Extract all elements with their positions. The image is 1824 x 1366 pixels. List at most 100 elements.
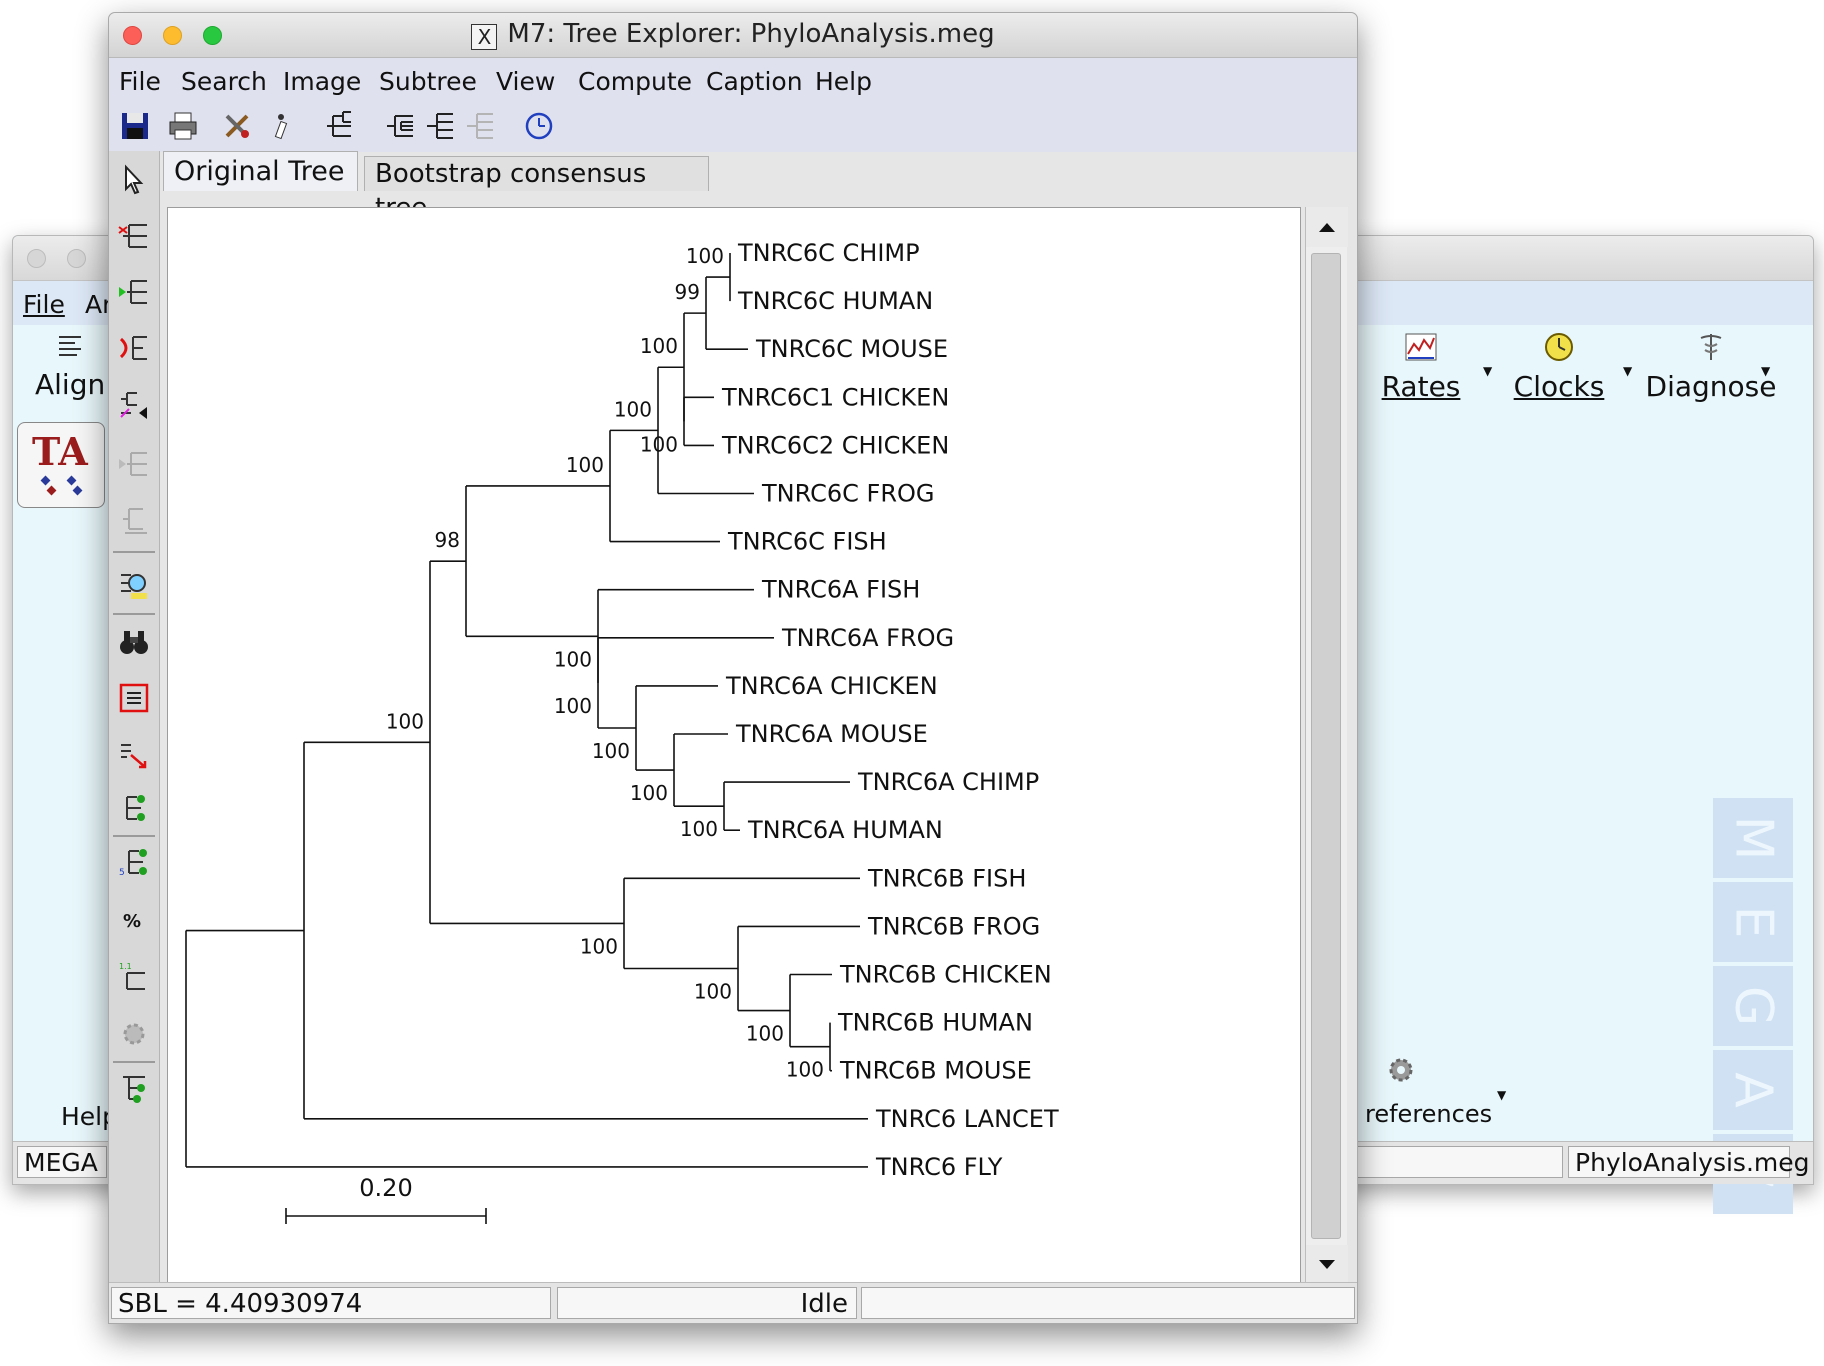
mega7-letter: A xyxy=(1713,1050,1793,1130)
taxon-label[interactable]: TNRC6B MOUSE xyxy=(839,1057,1032,1085)
rates-button[interactable]: Rates xyxy=(1371,332,1471,403)
menu-help[interactable]: Help xyxy=(815,67,872,96)
taxon-label[interactable]: TNRC6B FROG xyxy=(867,912,1040,940)
taxon-label[interactable]: TNRC6C MOUSE xyxy=(755,335,948,363)
taxon-label[interactable]: TNRC6C FISH xyxy=(727,528,887,556)
menu-image[interactable]: Image xyxy=(283,67,362,96)
svg-text:1.1: 1.1 xyxy=(119,962,132,971)
tree-explorer-menubar: File Search Image Subtree View Compute C… xyxy=(109,58,1357,102)
mega7-letter: M xyxy=(1713,798,1793,878)
menu-search[interactable]: Search xyxy=(181,67,267,96)
menu-subtree[interactable]: Subtree xyxy=(379,67,477,96)
swap-subtree-icon[interactable] xyxy=(117,275,151,309)
svg-text:5: 5 xyxy=(119,868,125,878)
settings-disabled-icon xyxy=(123,1023,145,1045)
taxon-label[interactable]: TNRC6A HUMAN xyxy=(747,816,943,844)
flip-subtree-icon[interactable] xyxy=(117,331,151,365)
minimize-icon[interactable] xyxy=(67,249,86,268)
tab-bootstrap-consensus-tree[interactable]: Bootstrap consensus tree xyxy=(364,156,709,223)
preferences-label[interactable]: references xyxy=(1365,1100,1493,1128)
diagnose-button[interactable]: Diagnose xyxy=(1641,332,1781,403)
tree-layout-icon[interactable] xyxy=(323,110,355,142)
timetree-icon[interactable] xyxy=(523,110,555,142)
percent-icon[interactable]: % xyxy=(117,903,151,937)
svg-text:%: % xyxy=(123,911,141,932)
menu-file[interactable]: File xyxy=(23,290,65,319)
compress-subtree-icon[interactable] xyxy=(117,389,151,423)
scroll-down-icon[interactable] xyxy=(1306,1245,1348,1285)
taxon-label[interactable]: TNRC6A CHICKEN xyxy=(725,672,938,700)
taxon-label[interactable]: TNRC6A FISH xyxy=(761,576,920,604)
tree-vertical-toolbar: 5 % 1.1 xyxy=(109,151,160,1293)
bootstrap-value: 100 xyxy=(640,334,678,358)
root-on-branch-icon[interactable] xyxy=(117,219,151,253)
tools-icon[interactable] xyxy=(221,110,253,142)
taxon-label[interactable]: TNRC6A MOUSE xyxy=(735,720,928,748)
minimize-icon[interactable] xyxy=(163,26,182,45)
binoculars-icon[interactable] xyxy=(117,625,151,659)
taxon-label[interactable]: TNRC6C HUMAN xyxy=(737,287,933,315)
pointer-icon[interactable] xyxy=(117,163,151,197)
scroll-up-icon[interactable] xyxy=(1306,207,1348,247)
branch-length-icon[interactable] xyxy=(117,791,151,825)
clocks-dropdown-icon[interactable]: ▼ xyxy=(1623,364,1633,378)
tree-vertical-scrollbar[interactable] xyxy=(1305,207,1348,1285)
resize-tree-icon[interactable] xyxy=(117,681,151,715)
bootstrap-value: 100 xyxy=(686,244,724,268)
save-icon[interactable] xyxy=(119,110,151,142)
taxon-label[interactable]: TNRC6C FROG xyxy=(761,480,934,508)
menu-file-label: File xyxy=(23,290,65,319)
print-icon[interactable] xyxy=(167,110,199,142)
taxon-label[interactable]: TNRC6B CHICKEN xyxy=(839,961,1052,989)
maximize-icon[interactable] xyxy=(203,26,222,45)
toolbar-separator xyxy=(113,1061,155,1063)
clocks-button[interactable]: Clocks xyxy=(1507,332,1611,403)
status-extra xyxy=(861,1287,1355,1319)
rates-chart-icon xyxy=(1405,333,1437,361)
bootstrap-value: 100 xyxy=(614,397,652,421)
bootstrap-value: 100 xyxy=(554,647,592,671)
tree-canvas[interactable]: TNRC6C CHIMP TNRC6C HUMAN TNRC6C MOUSE TNRC… xyxy=(167,207,1301,1285)
diagnose-dropdown-icon[interactable]: ▼ xyxy=(1761,364,1771,378)
info-icon[interactable] xyxy=(265,110,297,142)
clock-icon xyxy=(1545,333,1573,361)
tree-options-icon[interactable] xyxy=(117,1071,151,1105)
menu-compute[interactable]: Compute xyxy=(578,67,693,96)
preferences-dropdown-icon[interactable]: ▼ xyxy=(1497,1088,1507,1102)
tree-tabs: Original Tree Bootstrap consensus tree xyxy=(159,151,1357,223)
tab-original-tree[interactable]: Original Tree xyxy=(163,151,358,191)
close-icon[interactable] xyxy=(27,249,46,268)
taxon-label[interactable]: TNRC6C CHIMP xyxy=(737,239,920,267)
menu-caption[interactable]: Caption xyxy=(706,67,803,96)
gear-icon xyxy=(1389,1058,1413,1082)
bootstrap-values-icon[interactable]: 5 xyxy=(117,845,151,879)
tree-radiation-icon[interactable] xyxy=(425,110,457,142)
bootstrap-value: 100 xyxy=(592,739,630,763)
text-editor-button[interactable]: TA xyxy=(17,422,105,508)
bootstrap-value: 100 xyxy=(786,1058,824,1082)
toolbar-separator xyxy=(113,551,155,553)
menu-file[interactable]: File xyxy=(119,67,161,96)
topology-icon[interactable] xyxy=(117,737,151,771)
mega7-letter: G xyxy=(1713,966,1793,1046)
taxon-label[interactable]: TNRC6B FISH xyxy=(867,864,1026,892)
search-tree-icon[interactable] xyxy=(117,567,151,601)
taxon-label[interactable]: TNRC6A FROG xyxy=(781,624,954,652)
taxon-label[interactable]: TNRC6B HUMAN xyxy=(837,1009,1033,1037)
branch-values-icon[interactable]: 1.1 xyxy=(117,959,151,993)
align-button[interactable]: Align xyxy=(35,332,105,401)
rates-dropdown-icon[interactable]: ▼ xyxy=(1483,364,1493,378)
close-icon[interactable] xyxy=(123,26,142,45)
bootstrap-value: 100 xyxy=(746,1022,784,1046)
taxon-label[interactable]: TNRC6C1 CHICKEN xyxy=(721,383,949,411)
align-label: Align xyxy=(35,368,106,401)
scrollbar-thumb[interactable] xyxy=(1311,253,1341,1239)
taxon-label[interactable]: TNRC6C2 CHICKEN xyxy=(721,431,949,459)
tree-rectangular-icon[interactable] xyxy=(385,110,417,142)
menu-view[interactable]: View xyxy=(496,67,556,96)
taxon-label[interactable]: TNRC6 LANCET xyxy=(875,1105,1059,1133)
taxon-label[interactable]: TNRC6A CHIMP xyxy=(857,768,1039,796)
taxon-label[interactable]: TNRC6 FLY xyxy=(875,1153,1003,1181)
rates-label: Rates xyxy=(1381,370,1461,403)
